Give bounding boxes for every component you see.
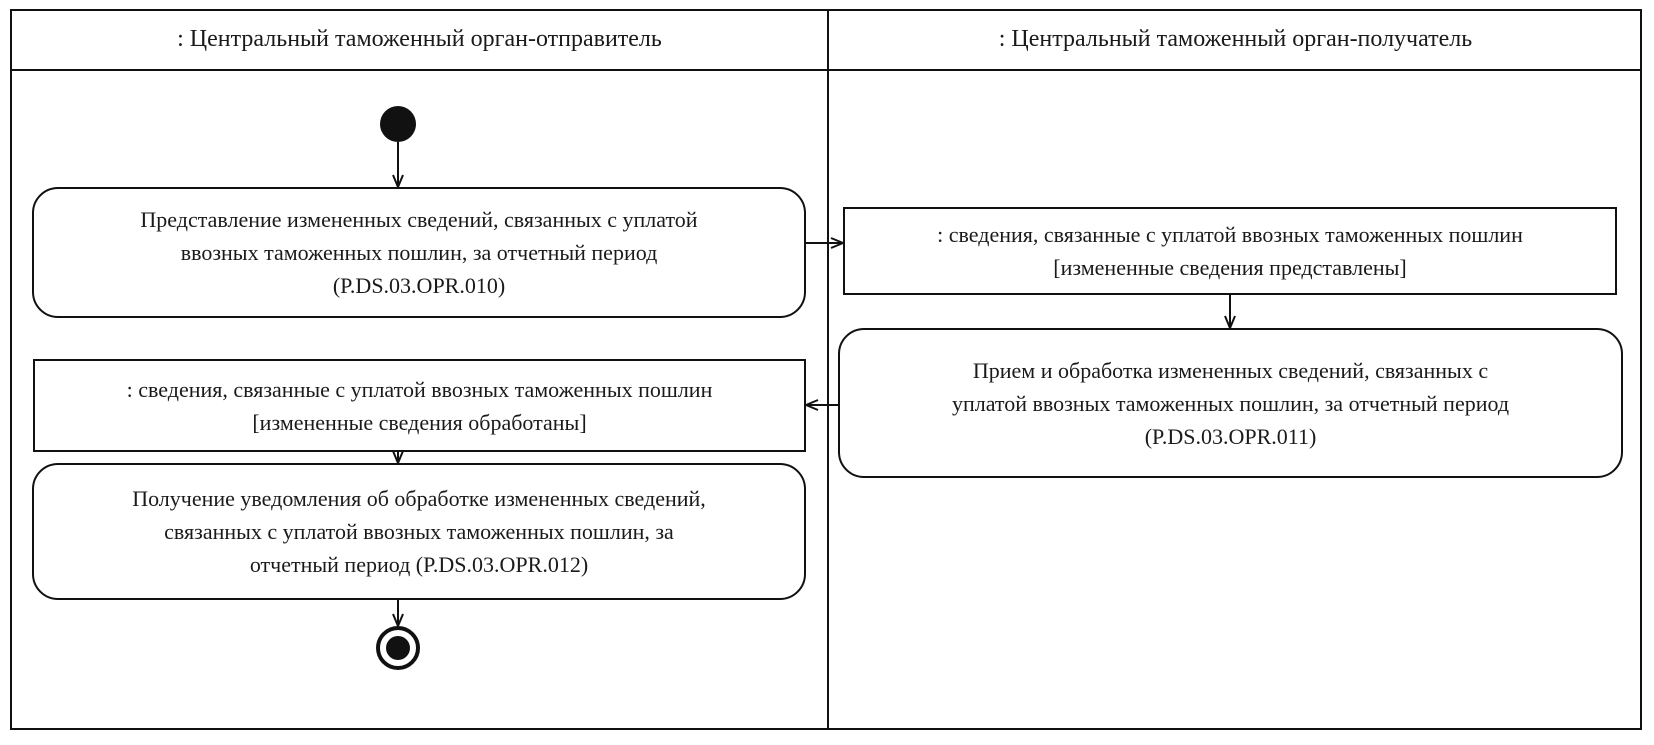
action-node-p-ds-03-opr-011[interactable]: Прием и обработка измененных сведений, с… bbox=[838, 328, 1623, 478]
action-node-p-ds-03-opr-010[interactable]: Представление измененных сведений, связа… bbox=[32, 187, 806, 318]
object-node-label: : сведения, связанные с уплатой ввозных … bbox=[937, 222, 1523, 280]
action-node-label: Представление измененных сведений, связа… bbox=[140, 207, 698, 298]
activity-final-node-icon bbox=[376, 626, 420, 670]
lane-vertical-divider bbox=[827, 9, 829, 730]
lane-title-sender: : Центральный таможенный орган-отправите… bbox=[177, 26, 662, 52]
action-node-label: Получение уведомления об обработке измен… bbox=[132, 486, 706, 577]
action-node-p-ds-03-opr-012[interactable]: Получение уведомления об обработке измен… bbox=[32, 463, 806, 600]
diagram-frame bbox=[10, 9, 1642, 730]
object-node-label: : сведения, связанные с уплатой ввозных … bbox=[126, 376, 713, 435]
lane-header-divider bbox=[10, 69, 1642, 71]
object-node-processed-info[interactable]: : сведения, связанные с уплатой ввозных … bbox=[33, 359, 806, 452]
lane-title-receiver: : Центральный таможенный орган-получател… bbox=[998, 26, 1473, 52]
initial-node-icon bbox=[380, 106, 416, 142]
object-node-submitted-info[interactable]: : сведения, связанные с уплатой ввозных … bbox=[843, 207, 1617, 295]
action-node-label: Прием и обработка измененных сведений, с… bbox=[951, 357, 1510, 449]
